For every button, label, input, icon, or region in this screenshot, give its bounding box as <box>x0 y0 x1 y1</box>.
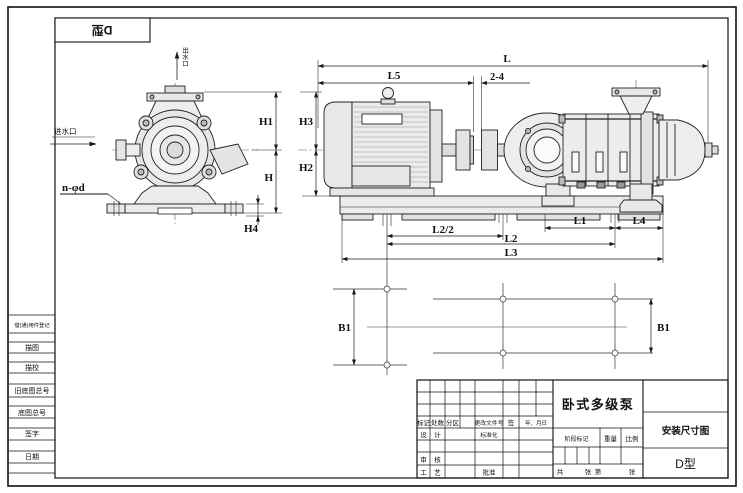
type-box-label: D型 <box>92 23 113 38</box>
tb-design-1: 设 <box>420 430 427 439</box>
tb-sheet: 张 <box>629 467 636 476</box>
anchor-hole <box>383 361 391 369</box>
model-label: D型 <box>675 457 696 471</box>
bearing-housing <box>658 119 706 181</box>
dimension-labels: L L5 2-4 H1 H H4 H3 H2 L1 L4 L2/2 L2 L3 … <box>244 53 670 334</box>
dim-label-H2: H2 <box>299 162 314 174</box>
dim-label-L: L <box>503 53 510 65</box>
motor-nameplate <box>361 113 403 125</box>
outlet-cap <box>164 85 186 94</box>
sheet-title: 安装尺寸图 <box>662 425 710 437</box>
dim-label-gap: 2-4 <box>490 72 505 83</box>
bolt-note-label: n-φd <box>62 182 85 194</box>
strip-row-label: 签字 <box>25 429 39 438</box>
tb-sheets: 张 <box>585 467 592 476</box>
drawing-frame <box>54 17 729 479</box>
outlet-direction-label: 出水口 <box>181 46 189 67</box>
dim-label-L4: L4 <box>633 215 646 227</box>
plan-view <box>333 214 653 375</box>
tb-approve: 批准 <box>483 468 497 477</box>
dim-label-L5: L5 <box>388 70 401 82</box>
tb-change-doc: 更改文件号 <box>475 419 504 427</box>
dim-label-L2: L2 <box>505 233 518 245</box>
tb-stage-mark: 阶段标记 <box>564 435 588 443</box>
tb-weight: 重量 <box>604 435 618 443</box>
margin-strip-labels: 借(通)用件登记 描图 描校 旧底图总号 底图总号 签字 日期 <box>14 321 50 461</box>
dim-label-L3: L3 <box>505 247 518 259</box>
tb-sign: 签 <box>508 418 515 427</box>
product-name: 卧式多级泵 <box>562 397 635 412</box>
tb-zone: 分区 <box>446 418 460 427</box>
type-box: D型 <box>54 17 151 43</box>
dim-label-H3: H3 <box>299 116 314 128</box>
dim-label-H4: H4 <box>244 223 259 235</box>
side-view <box>298 80 720 226</box>
anchor-hole <box>383 285 391 293</box>
tb-standardize: 标准化 <box>480 431 498 439</box>
tb-count: 处数 <box>431 418 445 427</box>
margin-strip <box>9 314 55 474</box>
motor-feet <box>329 187 435 197</box>
anchor-hole <box>611 295 619 303</box>
strip-row-label: 借(通)用件登记 <box>14 321 50 329</box>
anchor-hole <box>611 349 619 357</box>
anchor-bolt-slots <box>382 214 620 226</box>
coupling <box>441 129 510 171</box>
tb-design-2: 计 <box>434 430 441 439</box>
suction-stub <box>115 139 127 161</box>
strip-row-label: 日期 <box>25 453 39 461</box>
dim-label-B1-left: B1 <box>338 322 351 334</box>
dim-label-L1: L1 <box>574 215 587 227</box>
support-bracket <box>209 143 249 175</box>
dim-label-B1-right: B1 <box>657 322 670 334</box>
anchor-hole <box>499 349 507 357</box>
tb-audit-2: 核 <box>434 455 441 464</box>
base-wing-left <box>106 203 126 214</box>
tb-date: 年、月日 <box>525 419 547 427</box>
outlet-flange <box>146 92 204 102</box>
tb-process-2: 艺 <box>434 469 441 477</box>
outer-border <box>7 6 737 487</box>
strip-row-label: 描图 <box>25 343 39 352</box>
tb-process-1: 工 <box>420 470 427 477</box>
dim-label-H: H <box>264 172 273 184</box>
title-block-text: 标记 处数 分区 更改文件号 签 年、月日 设 计 标准化 审 核 工 艺 批准… <box>417 397 709 477</box>
dim-label-L2-half: L2/2 <box>432 224 454 236</box>
front-view <box>106 83 258 224</box>
base-wing-right <box>224 203 244 214</box>
title-block <box>416 379 729 479</box>
tb-mark: 标记 <box>417 418 431 427</box>
dim-label-H1: H1 <box>259 116 273 128</box>
pump-side <box>503 87 719 213</box>
front-view-callouts: 出水口 进水口 n-φd <box>50 46 189 205</box>
inlet-direction-label: 进水口 <box>54 126 77 136</box>
type-box-rect <box>54 17 151 43</box>
bedplate <box>339 195 664 215</box>
casing-lugs <box>133 115 217 180</box>
strip-row-label: 描校 <box>25 363 39 372</box>
strip-row-label: 底图总号 <box>18 408 46 417</box>
pedestal <box>133 185 217 205</box>
dimension-lines <box>204 60 709 366</box>
tb-total: 共 <box>557 467 564 476</box>
tb-number: 第 <box>595 467 602 476</box>
lifting-eye <box>382 87 394 99</box>
sheet-border <box>7 6 737 487</box>
tb-scale: 比例 <box>626 434 639 443</box>
motor <box>323 87 443 197</box>
strip-row-label: 旧底图总号 <box>15 386 50 395</box>
anchor-hole <box>499 295 507 303</box>
tb-audit-1: 审 <box>420 455 427 464</box>
